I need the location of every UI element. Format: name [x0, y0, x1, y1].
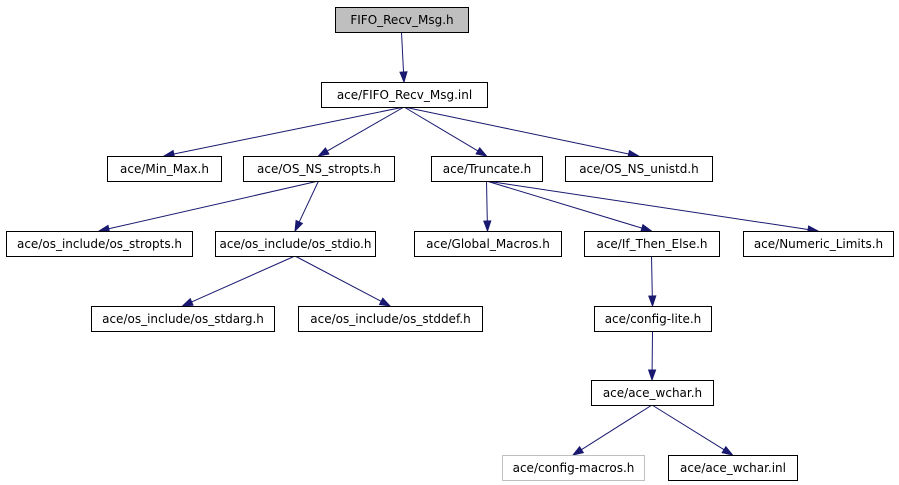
node-box — [107, 156, 222, 182]
node-label: ace/config-macros.h — [513, 461, 635, 475]
edge-line — [651, 404, 725, 451]
node-label: ace/If_Then_Else.h — [596, 237, 707, 251]
node-ace-config-lite-h[interactable]: ace/config-lite.h — [594, 306, 712, 332]
node-box — [584, 231, 720, 257]
arrowhead-icon — [721, 445, 734, 456]
node-ace-os-ns-unistd-h[interactable]: ace/OS_NS_unistd.h — [565, 156, 713, 182]
edge-fifo-recv-msg-h-to-ace-fifo-recv-msg-inl — [399, 31, 408, 84]
node-label: ace/ace_wchar.h — [603, 386, 702, 400]
node-ace-global-macros-h[interactable]: ace/Global_Macros.h — [414, 231, 562, 257]
edge-ace-truncate-h-to-ace-global-macros-h — [483, 180, 492, 233]
node-label: FIFO_Recv_Msg.h — [350, 13, 453, 27]
edge-line — [486, 180, 488, 222]
edge-ace-os-include-os-stdio-h-to-ace-os-include-os-stdarg-h — [181, 255, 296, 307]
node-ace-os-include-os-stropts-h[interactable]: ace/os_include/os_stropts.h — [6, 231, 193, 257]
node-box — [502, 455, 645, 481]
node-label: ace/Global_Macros.h — [426, 237, 550, 251]
node-label: ace/FIFO_Recv_Msg.inl — [337, 88, 472, 102]
node-label: ace/OS_NS_stropts.h — [257, 162, 381, 176]
arrowhead-icon — [378, 297, 392, 307]
edge-line — [486, 180, 809, 231]
node-box — [215, 231, 376, 257]
edge-ace-fifo-recv-msg-inl-to-ace-min-max-h — [162, 106, 405, 159]
node-ace-os-include-os-stddef-h[interactable]: ace/os_include/os_stddef.h — [298, 306, 483, 332]
node-box — [414, 231, 562, 257]
node-ace-if-then-else-h[interactable]: ace/If_Then_Else.h — [584, 231, 720, 257]
node-ace-min-max-h[interactable]: ace/Min_Max.h — [107, 156, 222, 182]
arrowhead-icon — [647, 369, 657, 382]
edge-line — [298, 180, 319, 223]
edge-line — [581, 404, 653, 451]
node-box — [594, 306, 712, 332]
node-ace-ace-wchar-inl[interactable]: ace/ace_wchar.inl — [668, 455, 798, 481]
edge-line — [191, 255, 296, 303]
edge-line — [326, 106, 405, 152]
node-label: ace/os_include/os_stdarg.h — [102, 312, 264, 326]
node-ace-fifo-recv-msg-inl[interactable]: ace/FIFO_Recv_Msg.inl — [321, 82, 488, 108]
node-ace-os-ns-stropts-h[interactable]: ace/OS_NS_stropts.h — [243, 156, 395, 182]
arrowhead-icon — [181, 297, 194, 307]
node-box — [431, 156, 543, 182]
edge-line — [294, 255, 382, 302]
node-ace-numeric-limits-h[interactable]: ace/Numeric_Limits.h — [743, 231, 894, 257]
edge-line — [401, 31, 404, 73]
arrowhead-icon — [399, 71, 408, 84]
arrowhead-icon — [648, 295, 657, 308]
arrowhead-icon — [640, 223, 653, 232]
edge-line — [108, 180, 319, 230]
node-fifo-recv-msg-h[interactable]: FIFO_Recv_Msg.h — [335, 7, 469, 33]
edge-line — [403, 106, 629, 155]
edge-ace-ace-wchar-h-to-ace-ace-wchar-inl — [651, 404, 734, 456]
node-label: ace/config-lite.h — [605, 312, 702, 326]
arrowhead-icon — [294, 219, 304, 233]
edge-ace-truncate-h-to-ace-if-then-else-h — [486, 180, 653, 232]
node-box — [321, 82, 488, 108]
edges-layer — [97, 31, 820, 456]
arrowhead-icon — [317, 147, 330, 157]
edge-line — [403, 106, 479, 152]
node-label: ace/os_include/os_stddef.h — [310, 312, 470, 326]
edge-ace-fifo-recv-msg-inl-to-ace-os-ns-unistd-h — [403, 106, 640, 158]
node-box — [565, 156, 713, 182]
node-box — [91, 306, 275, 332]
node-ace-truncate-h[interactable]: ace/Truncate.h — [431, 156, 543, 182]
edge-ace-os-ns-stropts-h-to-ace-os-include-os-stdio-h — [294, 180, 319, 233]
node-ace-os-include-os-stdarg-h[interactable]: ace/os_include/os_stdarg.h — [91, 306, 275, 332]
edge-ace-fifo-recv-msg-inl-to-ace-os-ns-stropts-h — [317, 106, 405, 157]
edge-line — [486, 180, 643, 229]
edge-ace-config-lite-h-to-ace-ace-wchar-h — [647, 330, 657, 382]
node-label: ace/ace_wchar.inl — [680, 461, 786, 475]
edge-ace-truncate-h-to-ace-numeric-limits-h — [486, 180, 820, 234]
edge-ace-fifo-recv-msg-inl-to-ace-truncate-h — [403, 106, 488, 157]
arrowhead-icon — [483, 220, 492, 233]
node-box — [668, 455, 798, 481]
node-box — [243, 156, 395, 182]
edge-line — [173, 106, 405, 155]
node-label: ace/OS_NS_unistd.h — [579, 162, 699, 176]
edge-ace-ace-wchar-h-to-ace-config-macros-h — [571, 404, 653, 456]
node-box — [6, 231, 193, 257]
node-label: ace/os_include/os_stdio.h — [220, 237, 372, 251]
node-label: ace/os_include/os_stropts.h — [17, 237, 182, 251]
arrowhead-icon — [571, 445, 585, 456]
node-ace-os-include-os-stdio-h[interactable]: ace/os_include/os_stdio.h — [215, 231, 376, 257]
node-box — [591, 380, 714, 406]
node-box — [743, 231, 894, 257]
node-ace-config-macros-h[interactable]: ace/config-macros.h — [502, 455, 645, 481]
node-label: ace/Min_Max.h — [120, 162, 209, 176]
node-box — [335, 7, 469, 33]
node-label: ace/Truncate.h — [443, 162, 532, 176]
node-box — [298, 306, 483, 332]
arrowhead-icon — [475, 147, 488, 157]
node-ace-ace-wchar-h[interactable]: ace/ace_wchar.h — [591, 380, 714, 406]
edge-ace-os-ns-stropts-h-to-ace-os-include-os-stropts-h — [97, 180, 319, 233]
edge-ace-os-include-os-stdio-h-to-ace-os-include-os-stddef-h — [294, 255, 392, 307]
edge-line — [651, 255, 653, 297]
nodes-layer: FIFO_Recv_Msg.h ace/FIFO_Recv_Msg.inl ace/… — [6, 7, 894, 481]
node-label: ace/Numeric_Limits.h — [754, 237, 883, 251]
edge-ace-if-then-else-h-to-ace-config-lite-h — [648, 255, 657, 308]
